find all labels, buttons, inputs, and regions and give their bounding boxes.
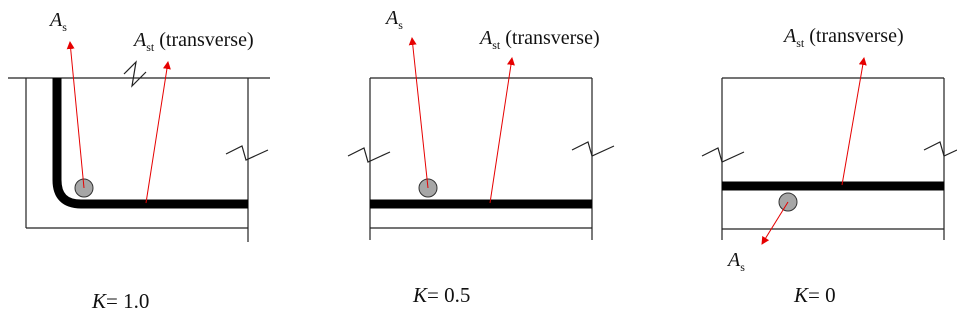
panel-k-0: As Ast (transverse) K= 0	[701, 25, 957, 307]
ast-label: Ast (transverse)	[782, 25, 904, 50]
concrete-outline	[8, 77, 270, 242]
ast-label: Ast (transverse)	[478, 27, 600, 52]
hooked-longitudinal-bar	[52, 78, 248, 209]
as-label: As	[726, 249, 745, 274]
break-symbol-right	[923, 141, 957, 157]
break-symbol-top	[123, 60, 147, 88]
k-value-label: K= 0.5	[412, 283, 470, 307]
break-symbol-left	[701, 147, 745, 163]
k-value-label: K= 1.0	[91, 289, 149, 313]
break-symbol-right	[571, 141, 615, 157]
break-symbol-right	[225, 145, 269, 161]
ast-pointer-arrow	[145, 61, 171, 204]
k-value-label: K= 0	[793, 283, 836, 307]
ast-pointer-arrow	[489, 57, 515, 204]
ast-label: Ast (transverse)	[132, 29, 254, 54]
concrete-outline	[721, 77, 945, 240]
ast-pointer-arrow	[841, 57, 867, 186]
as-label: As	[384, 7, 403, 32]
as-pointer-arrow	[761, 201, 789, 245]
panel-k-0-5: As Ast (transverse) K= 0.5	[347, 7, 615, 307]
concrete-outline	[369, 77, 593, 240]
as-pointer-arrow	[66, 41, 85, 189]
as-pointer-arrow	[408, 37, 429, 189]
panel-k-1-0: As Ast (transverse) K= 1.0	[8, 9, 270, 313]
break-symbol-left	[347, 147, 391, 163]
as-label: As	[48, 9, 67, 34]
